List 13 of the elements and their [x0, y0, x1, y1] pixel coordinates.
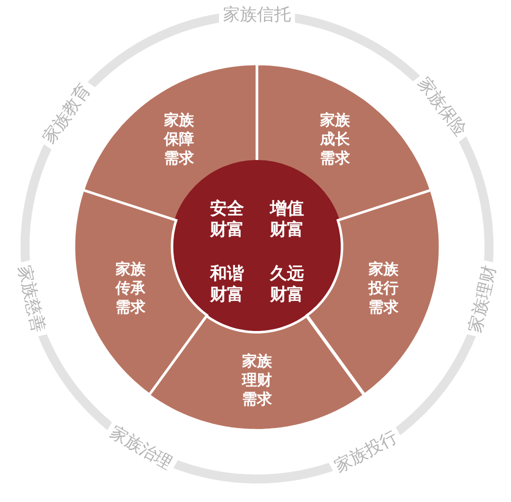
center-label: 久远财富	[269, 264, 305, 306]
pie-segment	[149, 316, 365, 430]
ring-label: 家族信托	[219, 5, 295, 25]
center-label: 和谐财富	[209, 264, 245, 306]
pie-segment	[306, 190, 440, 396]
center-label: 增值财富	[269, 199, 305, 241]
segment-label: 家族理财需求	[240, 352, 273, 409]
segment-label: 家族保障需求	[162, 111, 195, 168]
segment-label: 家族投行需求	[367, 260, 400, 318]
segment-label: 家族成长需求	[319, 111, 352, 168]
pie-segment	[74, 190, 208, 396]
segment-label: 家族传承需求	[114, 260, 146, 318]
center-label: 安全财富	[209, 199, 245, 241]
